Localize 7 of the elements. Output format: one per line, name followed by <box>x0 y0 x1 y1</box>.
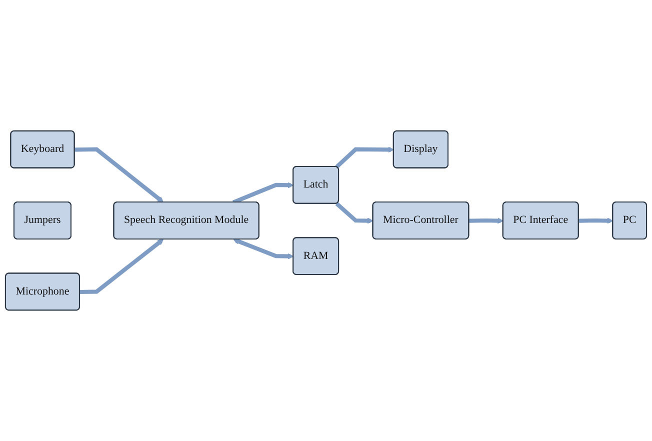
arrow <box>335 146 394 168</box>
arrow <box>578 218 614 224</box>
arrow <box>80 239 164 294</box>
arrow <box>468 218 504 224</box>
arrow <box>74 147 164 203</box>
arrow <box>335 202 374 224</box>
arrow <box>233 238 294 260</box>
